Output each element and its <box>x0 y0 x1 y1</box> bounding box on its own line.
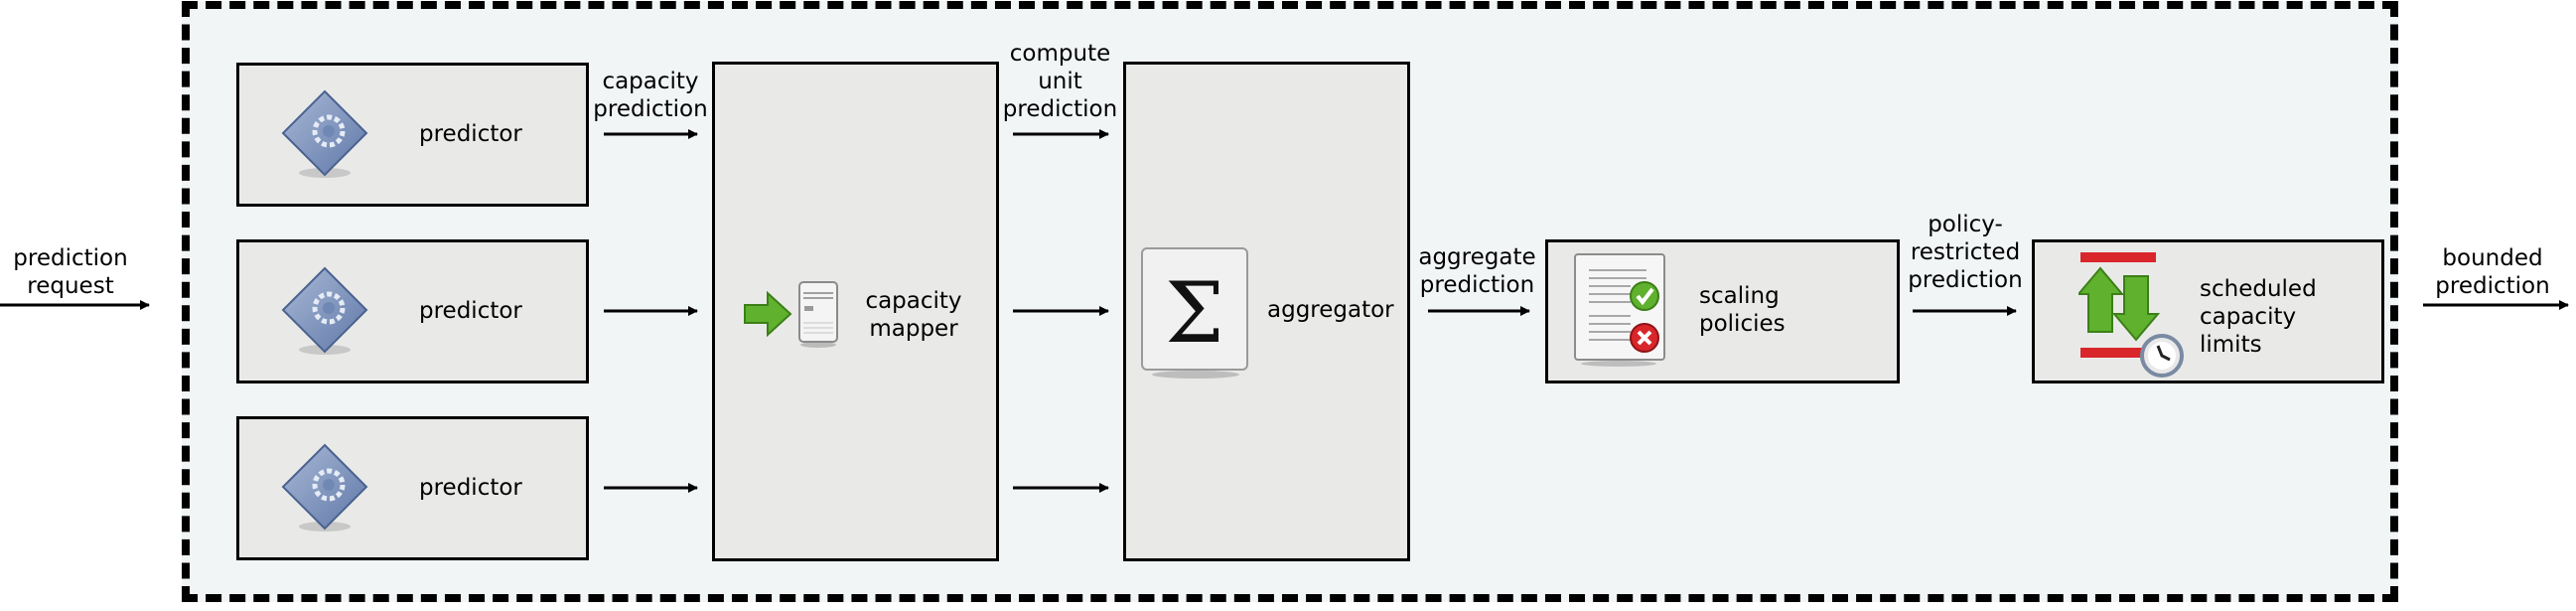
capacity-mapper-label: capacity mapper <box>865 288 962 342</box>
aggregate-prediction-label: aggregate prediction <box>1418 244 1536 298</box>
predictor-box-2: predictor <box>236 239 589 383</box>
green-arrow-icon <box>742 288 793 344</box>
predictor-box-1: predictor <box>236 63 589 207</box>
bounded-prediction-label: bounded prediction <box>2435 245 2550 299</box>
scaling-arrows-clock-icon <box>2075 250 2188 382</box>
aggregator-label: aggregator <box>1267 297 1394 323</box>
gear-diamond-icon <box>277 87 372 187</box>
sigma-icon: Σ <box>1140 246 1251 383</box>
gear-diamond-icon <box>277 441 372 540</box>
gear-diamond-icon <box>277 264 372 364</box>
predictor-label: predictor <box>419 121 522 147</box>
svg-text:Σ: Σ <box>1165 264 1223 362</box>
scheduled-limits-label: scheduled capacity limits <box>2200 276 2317 358</box>
policy-document-icon <box>1573 252 1668 372</box>
prediction-request-label: prediction request <box>13 245 128 299</box>
aggregator-box: Σ aggregator <box>1123 62 1410 561</box>
scheduled-limits-box: scheduled capacity limits <box>2032 239 2384 383</box>
compute-unit-prediction-label: compute unit prediction <box>1002 41 1118 122</box>
predictor-label: predictor <box>419 475 522 501</box>
scaling-policies-box: scaling policies <box>1545 239 1900 383</box>
scaling-policies-label: scaling policies <box>1699 283 1786 337</box>
server-icon <box>795 279 841 353</box>
capacity-mapper-box: capacity mapper <box>712 62 999 561</box>
capacity-prediction-label: capacity prediction <box>593 69 708 122</box>
predictor-box-3: predictor <box>236 416 589 560</box>
predictor-label: predictor <box>419 298 522 324</box>
policy-restricted-prediction-label: policy- restricted prediction <box>1908 212 2023 293</box>
